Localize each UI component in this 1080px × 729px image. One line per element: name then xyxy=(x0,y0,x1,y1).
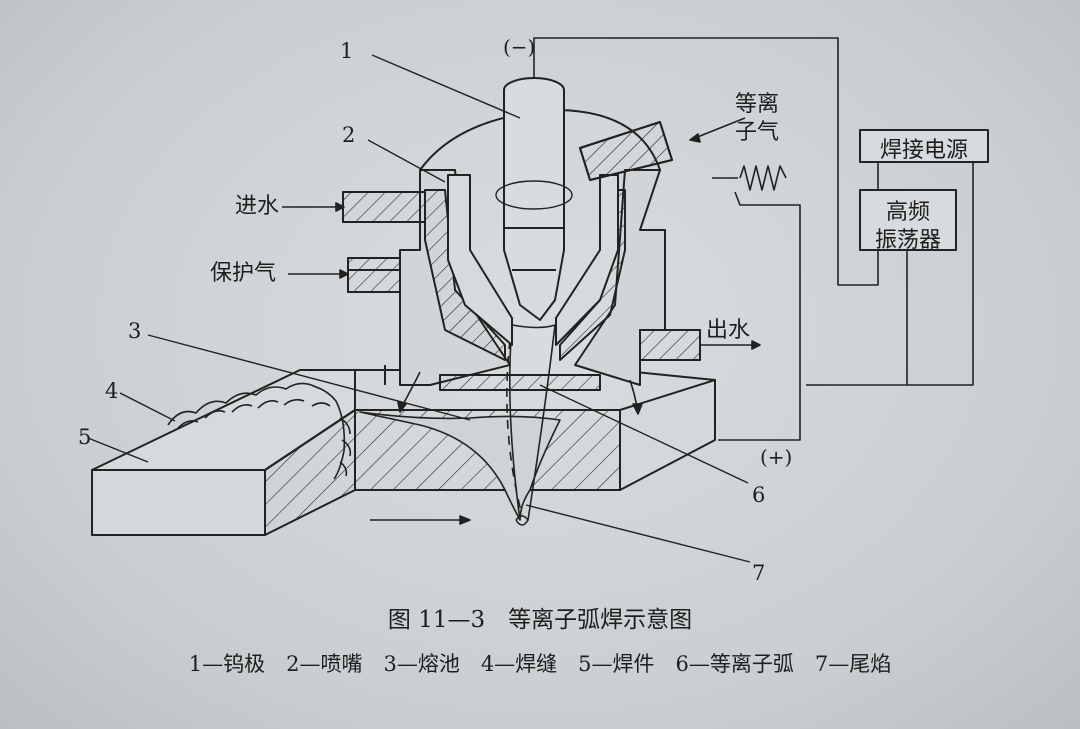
shield-gas-label: 保护气 xyxy=(210,261,277,286)
water-out-label: 出水 xyxy=(706,318,751,343)
water-inlet-pipe xyxy=(342,191,426,223)
flow-arrows xyxy=(282,117,761,525)
water-in-label: 进水 xyxy=(235,194,280,219)
molten-pool xyxy=(359,411,561,521)
anode-label: (+) xyxy=(760,445,793,469)
hf-oscillator-text-2: 振荡器 xyxy=(874,228,941,253)
weld-bead xyxy=(167,382,352,480)
plasma-gas-label-2: 子气 xyxy=(735,120,780,145)
callout-2: 2 xyxy=(342,123,356,147)
figure-title: 图 11—3 等离子弧焊示意图 xyxy=(387,607,693,633)
hf-oscillator-box xyxy=(859,189,957,251)
callout-7: 7 xyxy=(752,561,766,585)
cathode-label: (−) xyxy=(503,35,536,59)
plasma-gas-pipe xyxy=(579,121,673,181)
plasma-gas-label-1: 等离 xyxy=(735,92,780,117)
callout-3: 3 xyxy=(128,319,142,343)
welding-power-box xyxy=(859,129,989,163)
welding-power-text: 焊接电源 xyxy=(879,138,968,163)
callout-1: 1 xyxy=(340,39,354,63)
callout-5: 5 xyxy=(78,425,92,449)
tungsten-electrode xyxy=(495,77,573,321)
hf-oscillator-text-1: 高频 xyxy=(885,200,930,225)
callout-6: 6 xyxy=(752,483,766,507)
wiring xyxy=(533,37,974,441)
callout-4: 4 xyxy=(105,379,119,403)
figure-legend: 1—钨极 2—喷嘴 3—熔池 4—焊缝 5—焊件 6—等离子弧 7—尾焰 xyxy=(188,652,892,676)
workpiece xyxy=(91,369,716,536)
callout-leaders xyxy=(87,54,751,563)
water-outlet-pipe xyxy=(639,329,701,361)
shield-gas-pipe xyxy=(347,257,401,293)
